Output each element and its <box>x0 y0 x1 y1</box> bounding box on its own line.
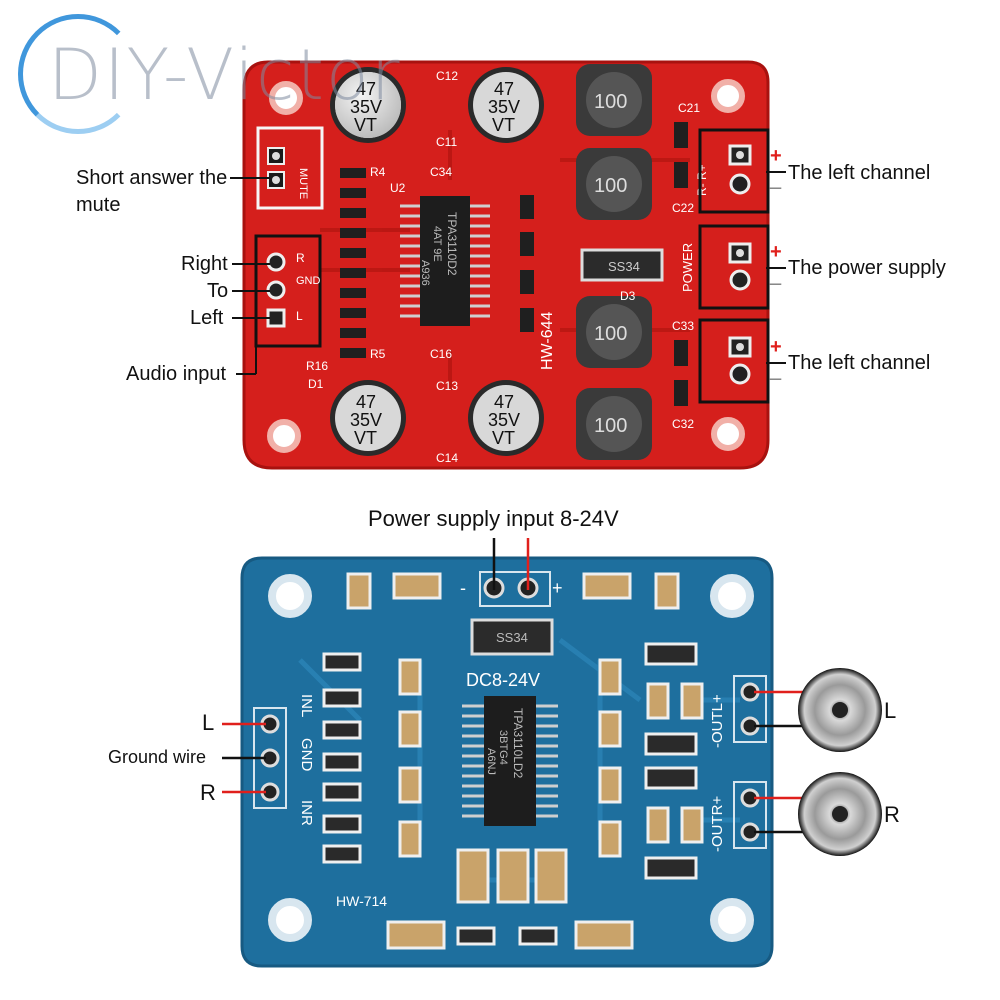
svg-text:D1: D1 <box>308 377 324 391</box>
svg-text:35V: 35V <box>350 410 382 430</box>
label-audio-input: Audio input <box>126 363 227 385</box>
watermark-logo-ring <box>18 14 138 134</box>
svg-text:100: 100 <box>594 91 627 113</box>
label-input-r: R <box>200 780 216 805</box>
svg-text:D3: D3 <box>620 289 636 303</box>
svg-text:47: 47 <box>494 392 514 412</box>
blue-amplifier-chip: TPA3110LD2 3BTG4 A6NJ <box>462 696 558 826</box>
svg-text:100: 100 <box>594 175 627 197</box>
blue-mounting-holes <box>268 574 754 942</box>
svg-text:_: _ <box>769 169 782 191</box>
svg-text:35V: 35V <box>488 410 520 430</box>
output-terminals <box>698 128 770 404</box>
svg-text:C22: C22 <box>672 201 694 215</box>
svg-text:GND: GND <box>298 738 315 772</box>
label-power-supply: The power supply <box>788 257 946 279</box>
svg-text:HW-644: HW-644 <box>539 312 556 370</box>
svg-text:C33: C33 <box>672 319 694 333</box>
label-left-channel-top: The left channel <box>788 162 931 184</box>
mounting-holes <box>267 79 745 453</box>
svg-text:C32: C32 <box>672 417 694 431</box>
svg-text:C21: C21 <box>678 101 700 115</box>
electrolytic-capacitors: 47 35V VT 47 35V VT 47 35V VT 47 35V VT <box>330 67 544 456</box>
svg-text:35V: 35V <box>488 97 520 117</box>
svg-text:VT: VT <box>492 428 515 448</box>
svg-text:100: 100 <box>594 415 627 437</box>
svg-text:+: + <box>770 145 782 167</box>
label-mute-line2: mute <box>76 194 121 216</box>
label-power-supply-input: Power supply input 8-24V <box>368 506 619 531</box>
label-to: To <box>207 280 229 302</box>
svg-text:100: 100 <box>594 323 627 345</box>
svg-text:35V: 35V <box>350 97 382 117</box>
svg-text:POWER: POWER <box>680 243 695 292</box>
svg-text:TPA3110LD2: TPA3110LD2 <box>511 708 525 779</box>
svg-text:R5: R5 <box>370 347 386 361</box>
svg-text:C34: C34 <box>430 165 452 179</box>
input-r-silk: R <box>296 251 305 265</box>
red-amplifier-board: MUTE R GND L 47 35V VT 47 35V VT 4 <box>230 60 786 470</box>
label-output-r: R <box>884 802 900 827</box>
svg-text:+: + <box>770 336 782 358</box>
watermark-text: DIY-Victor <box>48 34 402 116</box>
svg-text:_: _ <box>769 265 782 287</box>
svg-text:-OUTR+: -OUTR+ <box>709 796 726 852</box>
svg-text:47: 47 <box>356 392 376 412</box>
svg-text:C12: C12 <box>436 69 458 83</box>
input-l-silk: L <box>296 309 303 323</box>
svg-text:C11: C11 <box>436 135 457 149</box>
svg-text:R4: R4 <box>370 165 386 179</box>
svg-text:INR: INR <box>298 800 315 826</box>
svg-text:DC8-24V: DC8-24V <box>466 670 540 690</box>
svg-text:A936: A936 <box>419 260 431 286</box>
svg-text:SS34: SS34 <box>496 630 528 645</box>
label-input-l: L <box>202 710 215 735</box>
label-left: Left <box>190 307 224 329</box>
svg-text:-: - <box>460 578 466 598</box>
svg-text:+: + <box>552 578 563 598</box>
label-ground-wire: Ground wire <box>108 747 207 767</box>
label-output-l: L <box>884 698 897 723</box>
svg-text:4AT 9E: 4AT 9E <box>431 226 443 262</box>
mute-silk: MUTE <box>297 168 309 199</box>
speaker-left-icon <box>798 668 882 752</box>
svg-text:R16: R16 <box>306 359 328 373</box>
label-mute-line1: Short answer the <box>76 167 228 189</box>
amplifier-chip: TPA3110D2 4AT 9E A936 <box>400 196 490 326</box>
svg-text:-OUTL+: -OUTL+ <box>709 694 726 748</box>
svg-text:C14: C14 <box>436 451 458 465</box>
svg-text:SS34: SS34 <box>608 259 640 274</box>
svg-text:R- R+: R- R+ <box>695 164 709 196</box>
svg-text:U2: U2 <box>390 181 406 195</box>
svg-text:A6NJ: A6NJ <box>485 748 497 775</box>
svg-text:_: _ <box>769 360 782 382</box>
svg-text:3BTG4: 3BTG4 <box>497 730 509 765</box>
svg-text:VT: VT <box>354 115 377 135</box>
svg-text:47: 47 <box>494 79 514 99</box>
svg-text:VT: VT <box>492 115 515 135</box>
speaker-right-icon <box>798 772 882 856</box>
label-right: Right <box>181 253 228 275</box>
svg-text:C16: C16 <box>430 347 452 361</box>
svg-text:C13: C13 <box>436 379 458 393</box>
inductors: 100 100 100 100 <box>576 64 652 460</box>
blue-amplifier-board: - + SS34 DC8-24V <box>222 538 882 968</box>
svg-text:TPA3110D2: TPA3110D2 <box>445 212 459 276</box>
label-left-channel-bottom: The left channel <box>788 352 931 374</box>
svg-text:INL: INL <box>298 694 315 717</box>
svg-text:VT: VT <box>354 428 377 448</box>
input-gnd-silk: GND <box>296 275 321 287</box>
svg-text:47: 47 <box>356 79 376 99</box>
svg-text:HW-714: HW-714 <box>336 893 387 909</box>
svg-text:+: + <box>770 241 782 263</box>
